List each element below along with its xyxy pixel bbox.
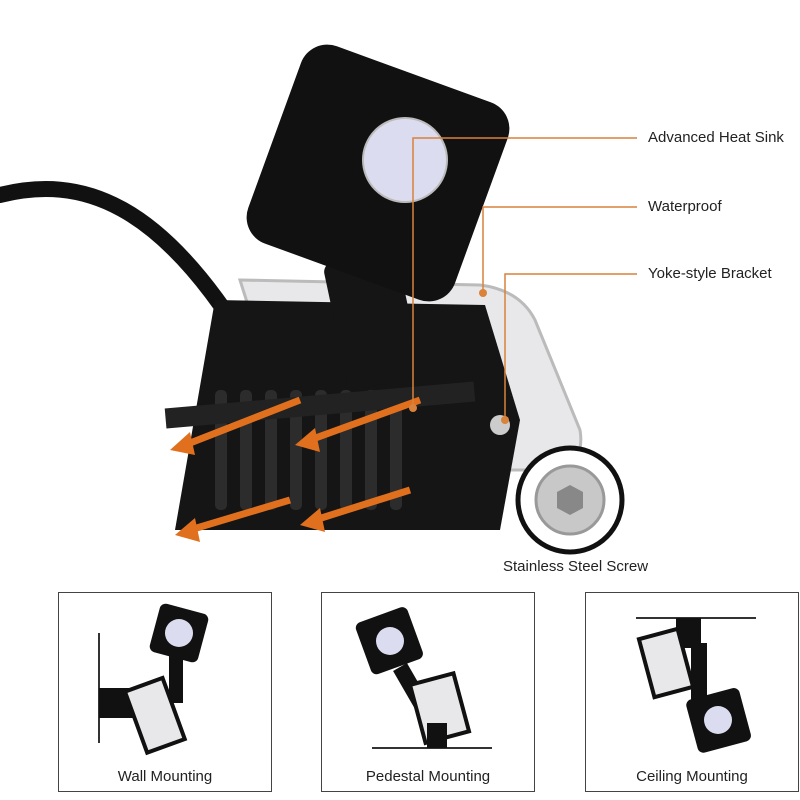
pir-lens	[362, 117, 448, 203]
pedestal-mounting-panel: Pedestal Mounting	[321, 592, 535, 792]
ceiling-mounting-label: Ceiling Mounting	[636, 768, 748, 785]
power-cable	[0, 181, 258, 358]
pedestal-mounting-icon	[355, 607, 492, 749]
callout-bracket: Yoke-style Bracket	[648, 265, 772, 282]
wall-mounting-icon	[98, 603, 209, 756]
airflow-arrows	[170, 396, 422, 542]
yoke-bracket	[164, 381, 476, 429]
hex-socket-icon	[557, 485, 583, 515]
callout-waterproof: Waterproof	[648, 198, 722, 215]
wall-mounting-panel: Wall Mounting	[58, 592, 272, 792]
callout-heat-sink: Advanced Heat Sink	[648, 129, 784, 146]
ceiling-mounting-icon	[636, 617, 756, 753]
pedestal-mounting-label: Pedestal Mounting	[365, 768, 491, 785]
product-illustration	[0, 44, 637, 555]
wall-mounting-label: Wall Mounting	[117, 768, 213, 785]
callout-screw: Stainless Steel Screw	[503, 558, 649, 575]
callout-lines	[412, 137, 637, 420]
ceiling-mounting-panel: Ceiling Mounting	[585, 592, 799, 792]
